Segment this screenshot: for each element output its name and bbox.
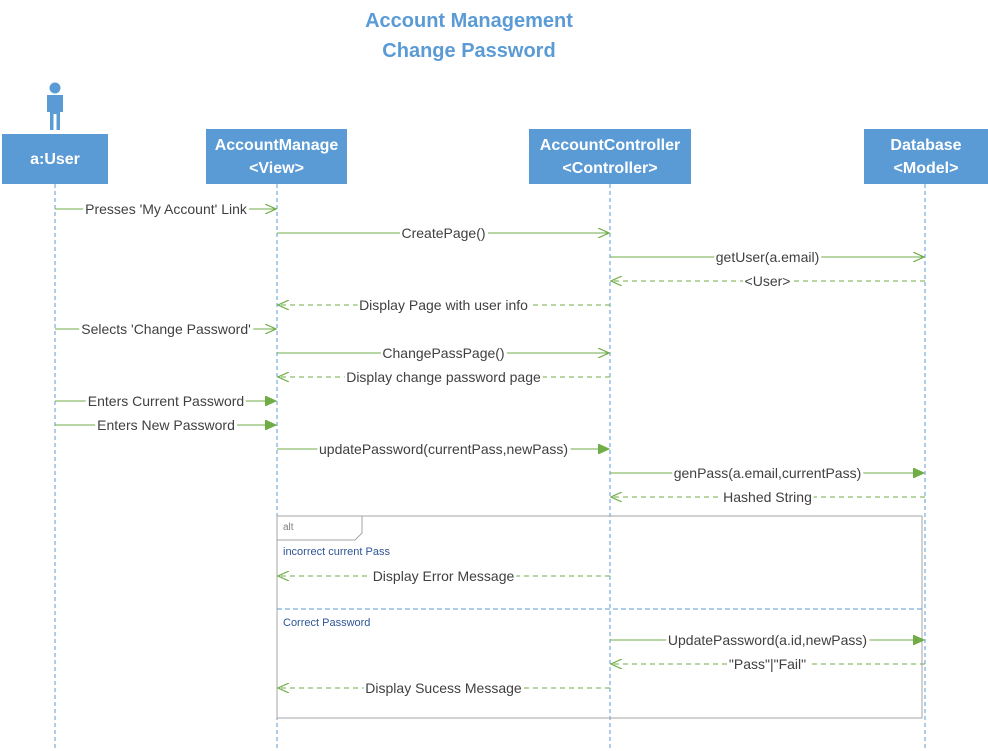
lifeline-database-name: Database <box>890 136 962 154</box>
message-label: Display Sucess Message <box>363 680 524 696</box>
message-label: <User> <box>742 273 793 289</box>
lifeline-view-name: AccountManage <box>214 136 339 154</box>
lifeline-user-label: a:User <box>30 150 80 168</box>
lifeline-controller-stereotype: <Controller> <box>562 159 658 177</box>
fragment-guard-2: Correct Password <box>283 617 371 629</box>
lifeline-user-box: a:User <box>2 134 108 184</box>
fragment-guard-1: incorrect current Pass <box>283 546 390 558</box>
message-label: UpdatePassword(a.id,newPass) <box>665 632 870 648</box>
message-label: Enters Current Password <box>85 393 247 409</box>
diagram-title: Account Management <box>365 10 573 32</box>
message-label: "Pass"|"Fail" <box>726 656 809 672</box>
lifeline-controller-name: AccountController <box>539 136 681 154</box>
message-label: Hashed String <box>721 489 814 505</box>
lifeline-view-stereotype: <View> <box>249 159 304 177</box>
actor-icon <box>47 82 63 130</box>
lifeline-controller-box: AccountController <Controller> <box>529 129 691 184</box>
message-label: ChangePassPage() <box>380 345 507 361</box>
message-label: Enters New Password <box>95 417 237 433</box>
message-label: getUser(a.email) <box>713 249 822 265</box>
diagram-subtitle: Change Password <box>382 40 556 62</box>
message-label: Selects 'Change Password' <box>79 321 253 337</box>
message-label: CreatePage() <box>399 225 488 241</box>
message-label: Display change password page <box>344 369 543 385</box>
alt-fragment <box>276 515 923 719</box>
fragment-operator: alt <box>283 522 294 533</box>
message-label: Presses 'My Account' Link <box>83 201 249 217</box>
message-label: Display Page with user info <box>357 297 530 313</box>
lifeline-view-box: AccountManage <View> <box>206 129 347 184</box>
lifeline-database-stereotype: <Model> <box>893 159 959 177</box>
message-label: Display Error Message <box>370 568 517 584</box>
lifeline-database-box: Database <Model> <box>864 129 988 184</box>
alt-fragment-tab <box>277 516 363 541</box>
message-label: updatePassword(currentPass,newPass) <box>316 441 571 457</box>
message-label: genPass(a.email,currentPass) <box>671 465 864 481</box>
